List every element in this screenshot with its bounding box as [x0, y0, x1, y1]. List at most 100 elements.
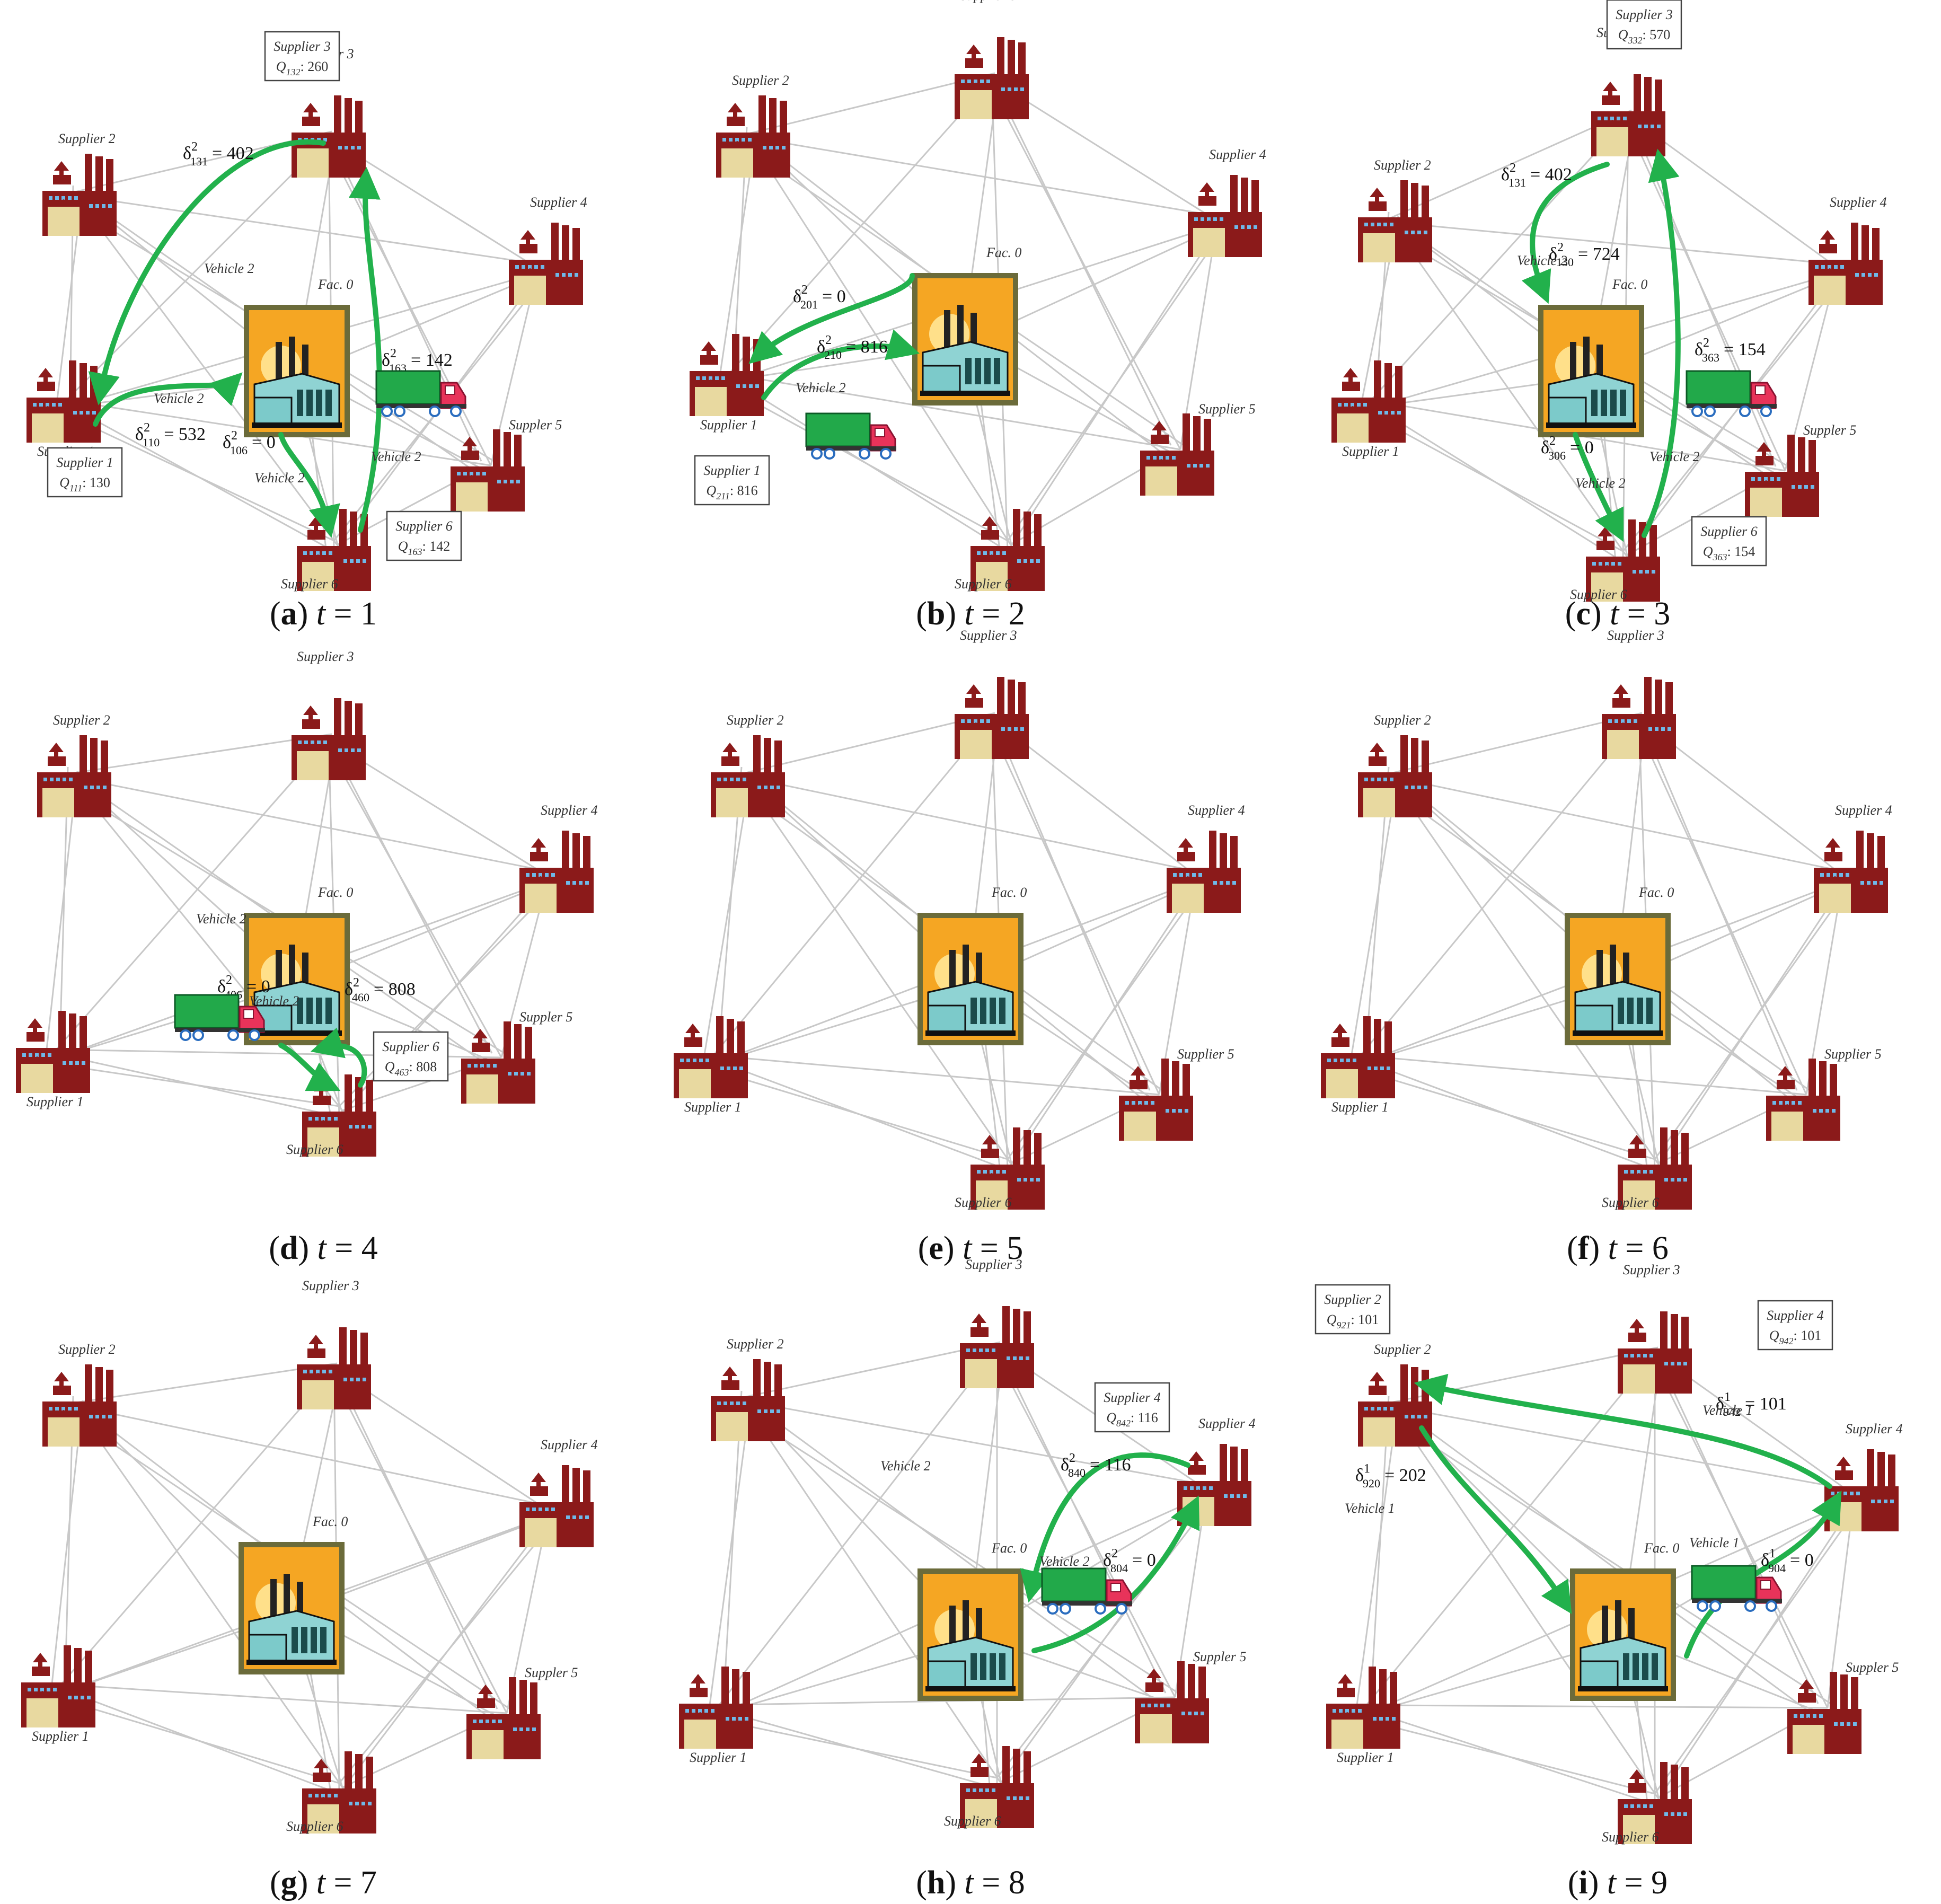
supplier-label-4: Supplier 4	[1188, 803, 1245, 818]
network-edge	[57, 1369, 335, 1688]
network-edge	[726, 386, 1008, 542]
supplier-label-5: Suppler 5	[519, 1009, 572, 1025]
supplier-factory-icon	[1618, 1311, 1692, 1394]
panel-caption: (i) t = 9	[1568, 1865, 1668, 1901]
supplier-factory-icon	[297, 1327, 371, 1409]
svg-text:Q132: 260: Q132: 260	[276, 59, 329, 77]
svg-text:Q363: 154: Q363: 154	[1703, 544, 1755, 562]
supplier-factory-icon	[970, 1127, 1045, 1210]
network-edge	[1351, 771, 1399, 1055]
vehicle-label: Vehicle 2	[204, 261, 254, 276]
svg-text:Q332: 570: Q332: 570	[1618, 27, 1671, 46]
supplier-factory-icon	[1618, 1762, 1692, 1844]
facility-label: Fac. 0	[317, 277, 353, 292]
flow-arrow	[93, 372, 243, 427]
central-facility-icon	[1538, 305, 1644, 437]
network-edge	[67, 733, 332, 775]
network-edge	[334, 751, 493, 1054]
network-edge	[334, 743, 554, 880]
network-edge	[703, 771, 752, 1055]
flow-arrow	[1020, 1452, 1190, 1603]
supplier-factory-icon	[1358, 180, 1432, 262]
flow-arrow	[310, 1027, 367, 1088]
supplier-factory-icon	[711, 735, 785, 817]
network-edge	[339, 1380, 498, 1709]
network-edge	[1356, 1704, 1828, 1709]
flow-arrow	[1414, 1373, 1832, 1489]
supplier-label-2: Supplier 2	[58, 1342, 116, 1357]
network-edge	[741, 1411, 1179, 1694]
flow-arrow	[1684, 1491, 1842, 1659]
network-edge	[753, 137, 1225, 218]
network-edge	[63, 412, 334, 542]
supplier-label-1: Supplier 1	[684, 1099, 742, 1115]
network-edges	[1361, 109, 1852, 573]
supplier-label-6: Supplier 6	[286, 1142, 343, 1157]
supplier-label-5: Suppler 5	[509, 417, 562, 433]
supplier-label-2: Supplier 2	[53, 712, 110, 728]
network-edge	[1351, 1054, 1807, 1096]
svg-text:Supplier 6: Supplier 6	[382, 1039, 439, 1054]
flow-arrow	[1419, 1425, 1572, 1615]
supplier-label-2: Supplier 2	[732, 73, 789, 88]
network-edge	[746, 72, 995, 135]
network-edge	[754, 1404, 1169, 1711]
svg-text:Q111: 130: Q111: 130	[59, 475, 110, 493]
supplier-factory-icon	[970, 509, 1045, 591]
network-edge	[721, 1390, 743, 1720]
panel-caption: (e) t = 5	[918, 1230, 1024, 1266]
network-edge	[720, 372, 1181, 451]
supplier-label-6: Supplier 6	[1570, 587, 1627, 602]
facility-label: Fac. 0	[1638, 885, 1674, 900]
network-edge	[1357, 1068, 1655, 1160]
supplier-label-3: Supplier 3	[302, 1278, 359, 1293]
panel-caption: (c) t = 3	[1565, 596, 1671, 632]
network-edge	[1660, 1364, 1819, 1704]
supplier-label-2: Supplier 2	[727, 1336, 784, 1352]
vehicle-label: Vehicle 1	[1702, 1403, 1753, 1418]
supplier-label-6: Supplier 6	[944, 1813, 1001, 1829]
vehicle-label: Vehicle 2	[254, 470, 305, 486]
vehicle-label: Vehicle 2	[1039, 1554, 1090, 1569]
delivery-truck-icon	[1041, 1567, 1132, 1615]
network-edge	[338, 1518, 558, 1784]
svg-text:Supplier 6: Supplier 6	[1700, 524, 1758, 539]
svg-text:Supplier 4: Supplier 4	[1767, 1308, 1824, 1323]
supplier-label-2: Supplier 2	[1374, 712, 1431, 728]
supplier-factory-icon	[1358, 735, 1432, 817]
delivery-truck-icon	[1686, 370, 1777, 417]
network-edge	[704, 1054, 1160, 1096]
svg-text:Q942: 101: Q942: 101	[1769, 1328, 1822, 1346]
flow-arrow	[748, 273, 915, 364]
vehicle-label: Vehicle 2	[1575, 475, 1626, 491]
network-edge	[1369, 1396, 1390, 1720]
network-edge	[1634, 119, 1843, 272]
supplier-label-1: Supplier 1	[1342, 444, 1399, 459]
svg-text:Supplier 3: Supplier 3	[273, 39, 331, 54]
network-edge	[740, 1397, 1001, 1783]
network-edge	[51, 1400, 84, 1684]
facility-label: Fac. 0	[991, 1540, 1027, 1556]
network-edge	[746, 133, 1012, 545]
supplier-label-3: Supplier 3	[965, 1257, 1022, 1272]
supplier-factory-icon	[1602, 677, 1676, 759]
network-edge	[709, 1696, 1176, 1706]
network-edge	[710, 1068, 1008, 1160]
supplier-factory-icon	[466, 1677, 541, 1759]
network-edge	[46, 771, 78, 1050]
